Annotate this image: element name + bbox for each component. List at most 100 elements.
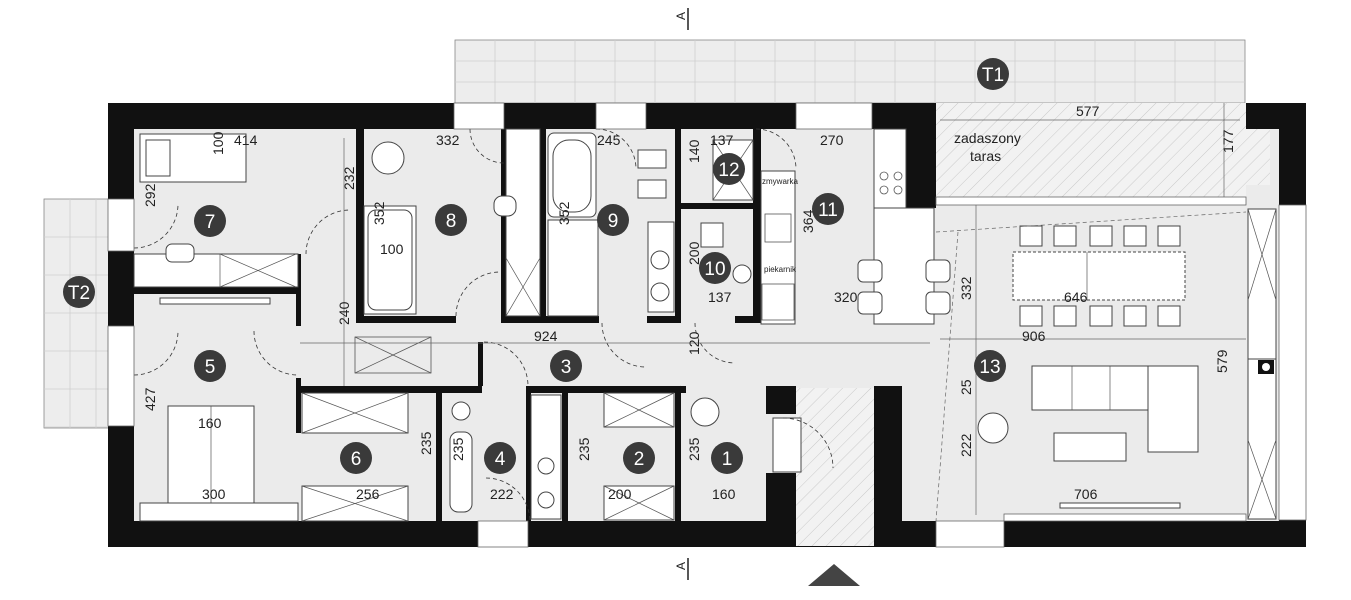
appliance-labels: zmywarka piekarnik xyxy=(762,177,799,274)
svg-text:zmywarka: zmywarka xyxy=(762,177,799,186)
svg-text:292: 292 xyxy=(142,183,158,207)
room-badge-r13 xyxy=(974,350,1006,382)
svg-text:332: 332 xyxy=(436,132,460,148)
svg-text:A: A xyxy=(674,12,688,20)
svg-text:235: 235 xyxy=(576,437,592,461)
room9-furniture xyxy=(547,132,675,317)
svg-text:320: 320 xyxy=(834,289,858,305)
dining-chair xyxy=(1019,225,1043,247)
room-badge-t1 xyxy=(977,58,1009,90)
svg-text:140: 140 xyxy=(686,139,702,163)
svg-text:100: 100 xyxy=(380,241,404,257)
room-badge-r4 xyxy=(484,442,516,474)
covered-terrace-note: zadaszony taras xyxy=(954,130,1021,164)
room-badge-r12 xyxy=(713,153,745,185)
room5-furniture xyxy=(139,297,299,522)
room2-furniture xyxy=(603,392,675,521)
svg-text:300: 300 xyxy=(202,486,226,502)
room-label-r10: 10 xyxy=(704,259,725,280)
svg-text:120: 120 xyxy=(686,331,702,355)
room7-furniture xyxy=(133,133,299,288)
covered-terrace xyxy=(936,103,1246,199)
svg-text:137: 137 xyxy=(710,132,734,148)
room-label-r5: 5 xyxy=(205,357,216,378)
svg-text:25: 25 xyxy=(958,379,974,395)
room-badge-r3 xyxy=(550,350,582,382)
entrance-vestibule xyxy=(796,388,874,546)
svg-text:zadaszony: zadaszony xyxy=(954,130,1021,146)
svg-text:177: 177 xyxy=(1220,129,1236,153)
dining-chair xyxy=(1019,305,1043,327)
svg-text:232: 232 xyxy=(341,166,357,190)
room4-furniture xyxy=(449,394,562,520)
kitchen xyxy=(760,128,951,325)
svg-text:222: 222 xyxy=(958,433,974,457)
room-badge-r1 xyxy=(711,442,743,474)
svg-text:924: 924 xyxy=(534,328,558,344)
room-label-r8: 8 xyxy=(446,211,457,232)
room6-furniture xyxy=(301,392,409,522)
svg-text:235: 235 xyxy=(686,437,702,461)
room-label-r9: 9 xyxy=(608,211,619,232)
dimension-labels: 414 100 292 232 332 352 100 245 352 137 … xyxy=(142,103,1236,502)
svg-text:364: 364 xyxy=(800,209,816,233)
room-badge-r8 xyxy=(435,204,467,236)
svg-text:A: A xyxy=(674,562,688,570)
svg-text:706: 706 xyxy=(1074,486,1098,502)
svg-text:646: 646 xyxy=(1064,289,1088,305)
svg-text:160: 160 xyxy=(198,415,222,431)
svg-text:137: 137 xyxy=(708,289,732,305)
room-badge-r6 xyxy=(340,442,372,474)
dining-chair xyxy=(1089,225,1113,247)
room-label-r11: 11 xyxy=(818,200,838,221)
svg-text:200: 200 xyxy=(686,241,702,265)
svg-text:256: 256 xyxy=(356,486,380,502)
room1-furniture xyxy=(690,397,802,473)
svg-text:414: 414 xyxy=(234,132,258,148)
svg-text:245: 245 xyxy=(597,132,621,148)
room-badge-r7 xyxy=(194,205,226,237)
dining-chair xyxy=(1123,225,1147,247)
svg-text:222: 222 xyxy=(490,486,514,502)
interior-walls xyxy=(134,103,936,547)
dining-chair xyxy=(1089,305,1113,327)
section-marker-bottom: A xyxy=(674,558,689,580)
room-label-r7: 7 xyxy=(205,212,216,233)
dining-chair xyxy=(1053,305,1077,327)
svg-text:427: 427 xyxy=(142,387,158,411)
room-label-r4: 4 xyxy=(495,449,506,470)
room-badge-t2 xyxy=(63,276,95,308)
room-badge-r2 xyxy=(623,442,655,474)
section-marker-top: A xyxy=(674,8,689,30)
dining-table xyxy=(1012,225,1186,327)
svg-text:352: 352 xyxy=(371,201,387,225)
room-badge-r9 xyxy=(597,204,629,236)
dining-chair xyxy=(1053,225,1077,247)
entrance-arrow xyxy=(808,564,860,586)
living-furniture xyxy=(977,208,1277,520)
svg-text:906: 906 xyxy=(1022,328,1046,344)
svg-text:577: 577 xyxy=(1076,103,1100,119)
svg-text:100: 100 xyxy=(210,131,226,155)
room-label-r2: 2 xyxy=(634,449,645,470)
svg-text:332: 332 xyxy=(958,276,974,300)
svg-text:240: 240 xyxy=(336,301,352,325)
svg-text:270: 270 xyxy=(820,132,844,148)
room8-furniture xyxy=(363,128,541,317)
svg-text:235: 235 xyxy=(450,437,466,461)
svg-text:160: 160 xyxy=(712,486,736,502)
room-badge-r5 xyxy=(194,350,226,382)
terrace-t1 xyxy=(454,39,1246,104)
room-label-r12: 12 xyxy=(718,160,739,181)
svg-text:579: 579 xyxy=(1214,349,1230,373)
dining-chair xyxy=(1157,225,1181,247)
room-label-r1: 1 xyxy=(722,449,733,470)
svg-text:taras: taras xyxy=(970,148,1001,164)
covered-terrace-notch xyxy=(1246,129,1270,185)
room-label-r13: 13 xyxy=(979,357,1000,378)
room-label-r6: 6 xyxy=(351,449,362,470)
svg-text:352: 352 xyxy=(556,201,572,225)
dining-chair xyxy=(1157,305,1181,327)
